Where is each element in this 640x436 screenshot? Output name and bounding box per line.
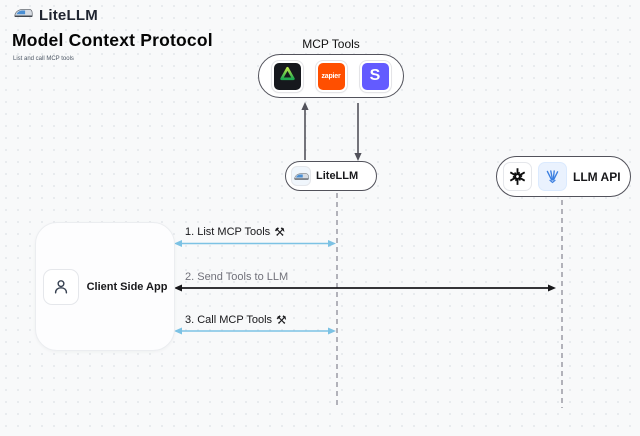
arrow-litellm-to-mcp <box>301 102 309 160</box>
step-3-label: 3. Call MCP Tools ⚒ <box>185 313 287 327</box>
stripe-letter: S <box>369 67 381 84</box>
node-client-side-app: Client Side App <box>35 222 175 351</box>
hammer-tools-icon: ⚒ <box>276 313 287 327</box>
litellm-node-label: LiteLLM <box>316 170 359 182</box>
step-1-label: 1. List MCP Tools ⚒ <box>185 225 285 239</box>
step-2-label: 2. Send Tools to LLM <box>185 271 289 283</box>
stripe-logo: S <box>358 59 392 93</box>
arrow-step-1 <box>174 240 336 247</box>
mcp-tools-label: MCP Tools <box>302 37 360 51</box>
blue-arrows-icon <box>538 162 567 191</box>
mcp-tile-dark <box>270 59 304 93</box>
litellm-train-icon <box>291 166 311 186</box>
client-node-label: Client Side App <box>86 280 168 293</box>
page-subtitle: List and call MCP tools <box>13 56 74 62</box>
person-icon <box>42 268 79 305</box>
train-icon <box>14 6 33 25</box>
llm-api-node-label: LLM API <box>573 169 621 184</box>
brand: LiteLLM <box>14 6 98 25</box>
zapier-logo: zapier <box>314 59 348 93</box>
openai-icon <box>503 162 532 191</box>
mcp-tools-box: zapier S <box>258 54 404 98</box>
brand-name: LiteLLM <box>39 7 98 24</box>
arrow-step-2 <box>174 284 556 292</box>
hammer-tools-icon: ⚒ <box>274 225 285 239</box>
page-title: Model Context Protocol <box>12 30 213 50</box>
node-llm-api: LLM API <box>496 156 631 197</box>
node-litellm: LiteLLM <box>285 161 377 191</box>
arrow-mcp-to-litellm <box>354 103 362 161</box>
arrow-step-3 <box>174 327 336 335</box>
zapier-wordmark: zapier <box>321 72 341 80</box>
green-triangle-icon <box>277 63 298 89</box>
